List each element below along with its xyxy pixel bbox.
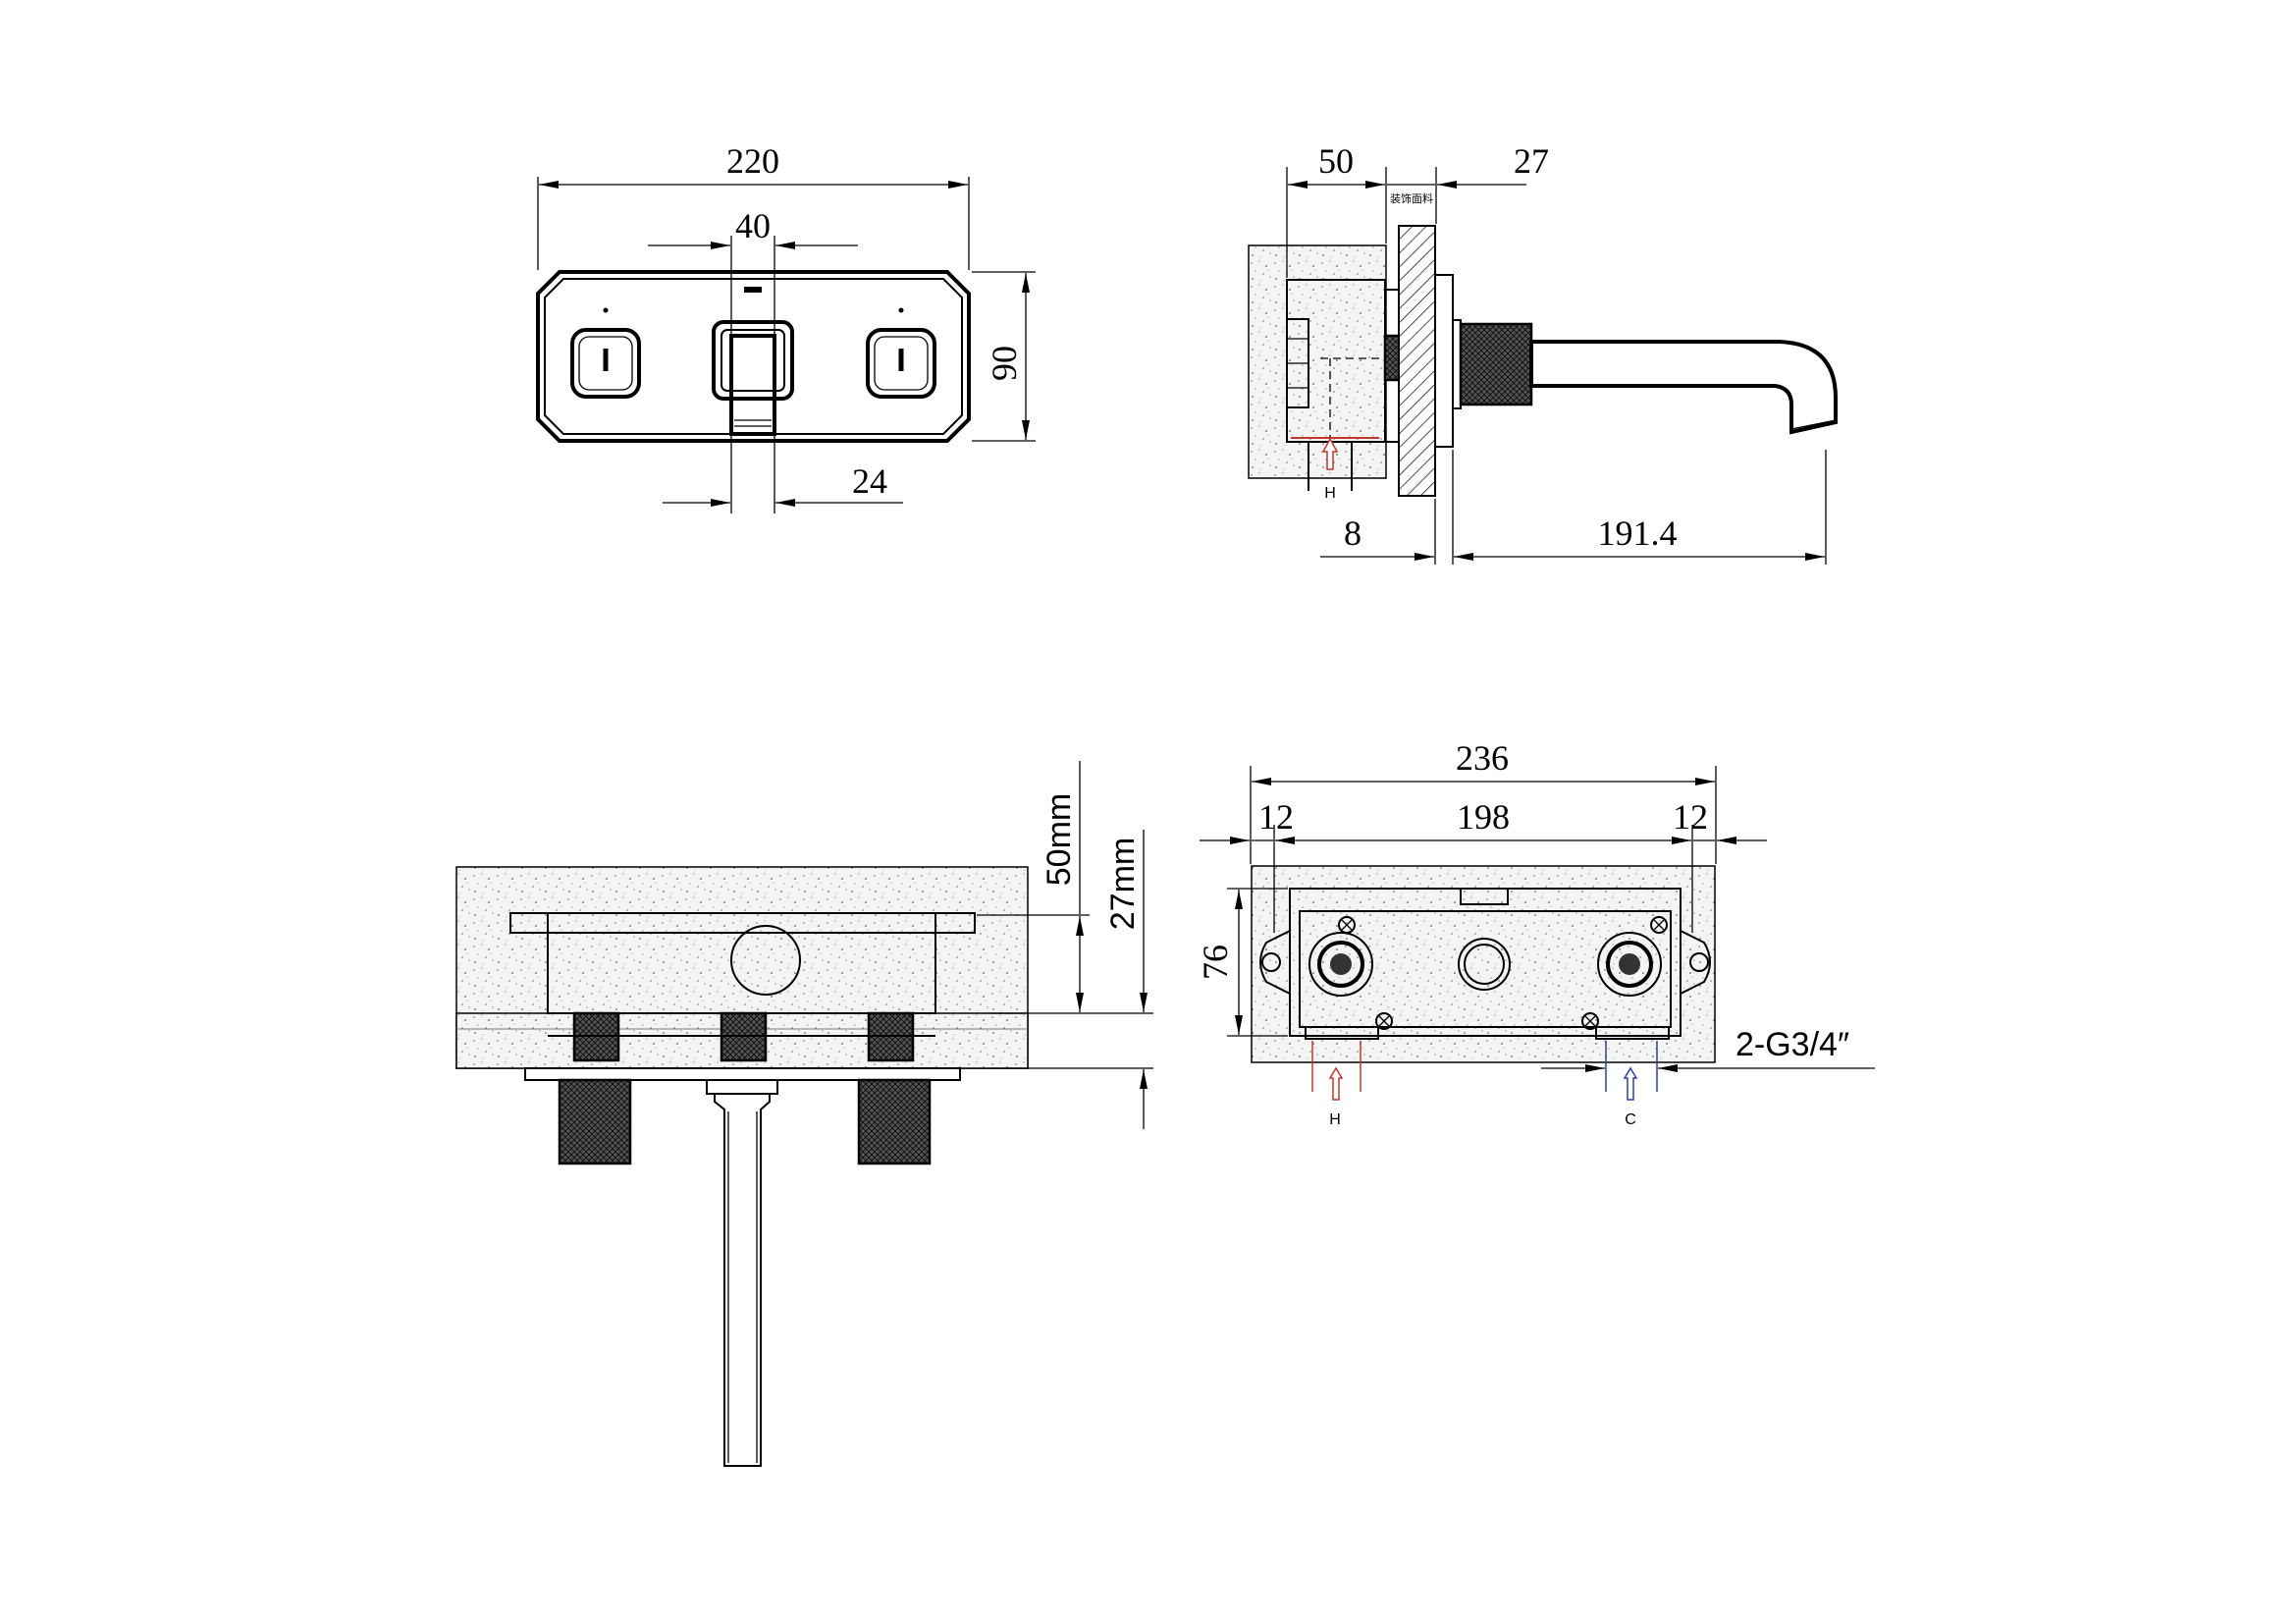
front-width-label: 220: [726, 141, 779, 181]
section-depth-label-2: 27mm: [1104, 838, 1142, 930]
panel-thickness-label: 27: [1514, 141, 1549, 181]
section-diverter: [730, 925, 801, 996]
thread-label: 2-G3/4″: [1735, 1026, 1849, 1063]
side-wall: [1248, 244, 1387, 479]
wall-depth-label: 50: [1318, 141, 1354, 181]
cold-label: C: [1625, 1111, 1636, 1128]
cold-dot-icon: [898, 307, 904, 313]
section-right-handle: [857, 1078, 932, 1165]
front-plate-inner: [544, 278, 963, 435]
panel-note: 装饰面料: [1390, 191, 1433, 205]
section-left-handle: [558, 1078, 632, 1165]
cold-valve: [1597, 932, 1662, 997]
hot-label: H: [1329, 1111, 1341, 1128]
right-margin-label: 12: [1673, 797, 1708, 837]
hot-valve: [1308, 932, 1373, 997]
spout-front: [729, 334, 776, 436]
cold-inlet-arrow: [1623, 1066, 1638, 1101]
front-plate-outer: [536, 270, 971, 443]
hot-dot-icon: [603, 307, 609, 313]
section-spout: [714, 1093, 771, 1467]
top-section-view: 50mm 27mm: [455, 761, 1153, 1467]
side-view: H 50 27 装饰面料 8 191.4: [1248, 141, 1838, 565]
spout-knurl: [1459, 322, 1533, 406]
side-spout: [1529, 340, 1838, 435]
side-inlet-label: H: [1324, 485, 1336, 502]
hot-inlet-arrow: [1328, 1066, 1344, 1101]
hot-flow-arrow: [1321, 437, 1339, 470]
spout-base: [712, 320, 794, 401]
front-view: 220 40 90 24: [536, 141, 1036, 514]
section-plate: [524, 1067, 961, 1081]
spout-depth-label: 24: [852, 461, 887, 501]
left-margin-label: 12: [1258, 797, 1294, 837]
box-overall-width-label: 236: [1456, 738, 1509, 778]
spout-width-label: 40: [735, 206, 771, 245]
right-handle: [866, 328, 936, 399]
box-height-label: 76: [1196, 945, 1235, 980]
left-handle: [570, 328, 641, 399]
logo-mark: [744, 287, 762, 293]
offset-label: 8: [1344, 514, 1362, 553]
left-handle-inner: [578, 336, 633, 391]
diverter-valve: [1458, 938, 1511, 991]
front-height-label: 90: [985, 346, 1024, 381]
section-depth-label-1: 50mm: [1041, 793, 1078, 886]
box-view: H C 236 12 198 12 76 2-G3/4″: [1196, 738, 1875, 1128]
decorative-panel: [1398, 225, 1436, 497]
center-width-label: 198: [1457, 797, 1510, 837]
spout-length-label: 191.4: [1598, 514, 1678, 553]
right-handle-inner: [874, 336, 929, 391]
